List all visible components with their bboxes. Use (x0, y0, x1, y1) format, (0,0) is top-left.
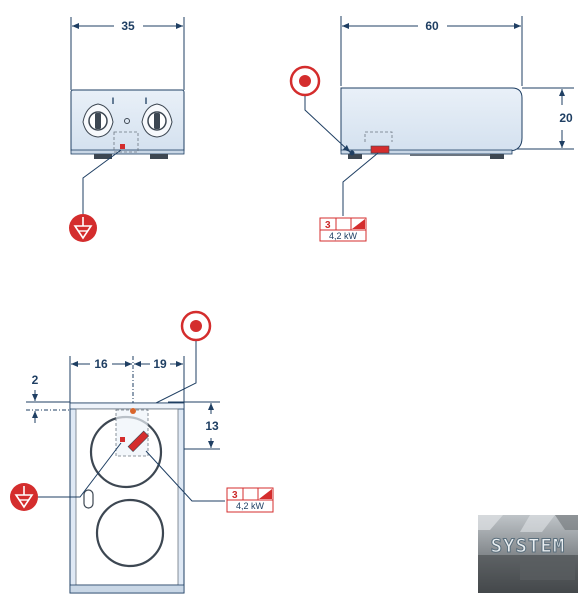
knob-left-icon (82, 103, 114, 138)
front-foot-right (150, 154, 168, 159)
front-view: 35 I I (69, 17, 185, 242)
top-power-label: 3 4,2 kW (226, 487, 274, 513)
top-view: 16 19 2 13 (10, 310, 274, 594)
top-power-value: 4,2 kW (236, 501, 265, 511)
side-power-value: 4,2 kW (329, 231, 358, 241)
hot-plate-front (95, 498, 165, 568)
pilot-light-icon (124, 118, 130, 124)
front-foot-left (94, 154, 112, 159)
top-offset-dimension (69, 356, 185, 414)
side-view: 60 20 (289, 16, 574, 242)
front-connection-point-icon (120, 144, 125, 149)
side-height-dimension (512, 87, 574, 150)
side-height-label: 20 (559, 111, 573, 125)
ground-symbol-icon (69, 214, 97, 242)
side-body (340, 87, 523, 152)
front-width-label: 35 (121, 19, 135, 33)
top-earth-point (120, 437, 125, 442)
side-length-dimension (340, 16, 523, 86)
side-length-label: 60 (425, 19, 439, 33)
top-electric-connection-icon (127, 430, 150, 453)
top-depth-label: 13 (205, 419, 219, 433)
knob-right-mark: I (145, 96, 148, 106)
control-slot-icon (83, 489, 94, 509)
side-connection-point-icon (370, 145, 390, 154)
side-power-label: 3 4,2 kW (319, 217, 367, 242)
front-width-dimension (70, 17, 185, 90)
water-connection-icon (289, 65, 321, 97)
knob-left-mark: I (112, 96, 115, 106)
top-phase-count: 3 (232, 490, 238, 501)
system-logo: SYSTEM (478, 515, 578, 593)
top-small-offset-label: 2 (32, 373, 39, 387)
top-offset-left-label: 16 (94, 357, 108, 371)
logo-text: SYSTEM (491, 535, 566, 557)
front-connection-box (113, 131, 139, 153)
knob-right-icon (141, 103, 173, 138)
top-water-inlet-point (130, 408, 136, 414)
top-water-connection-icon (180, 310, 212, 342)
side-foot-front (348, 154, 362, 159)
top-ground-symbol-icon (10, 483, 38, 511)
side-foot-back (490, 154, 504, 159)
side-phase-count: 3 (325, 220, 331, 231)
top-small-offset-dimension (26, 390, 133, 423)
top-offset-right-label: 19 (153, 357, 167, 371)
